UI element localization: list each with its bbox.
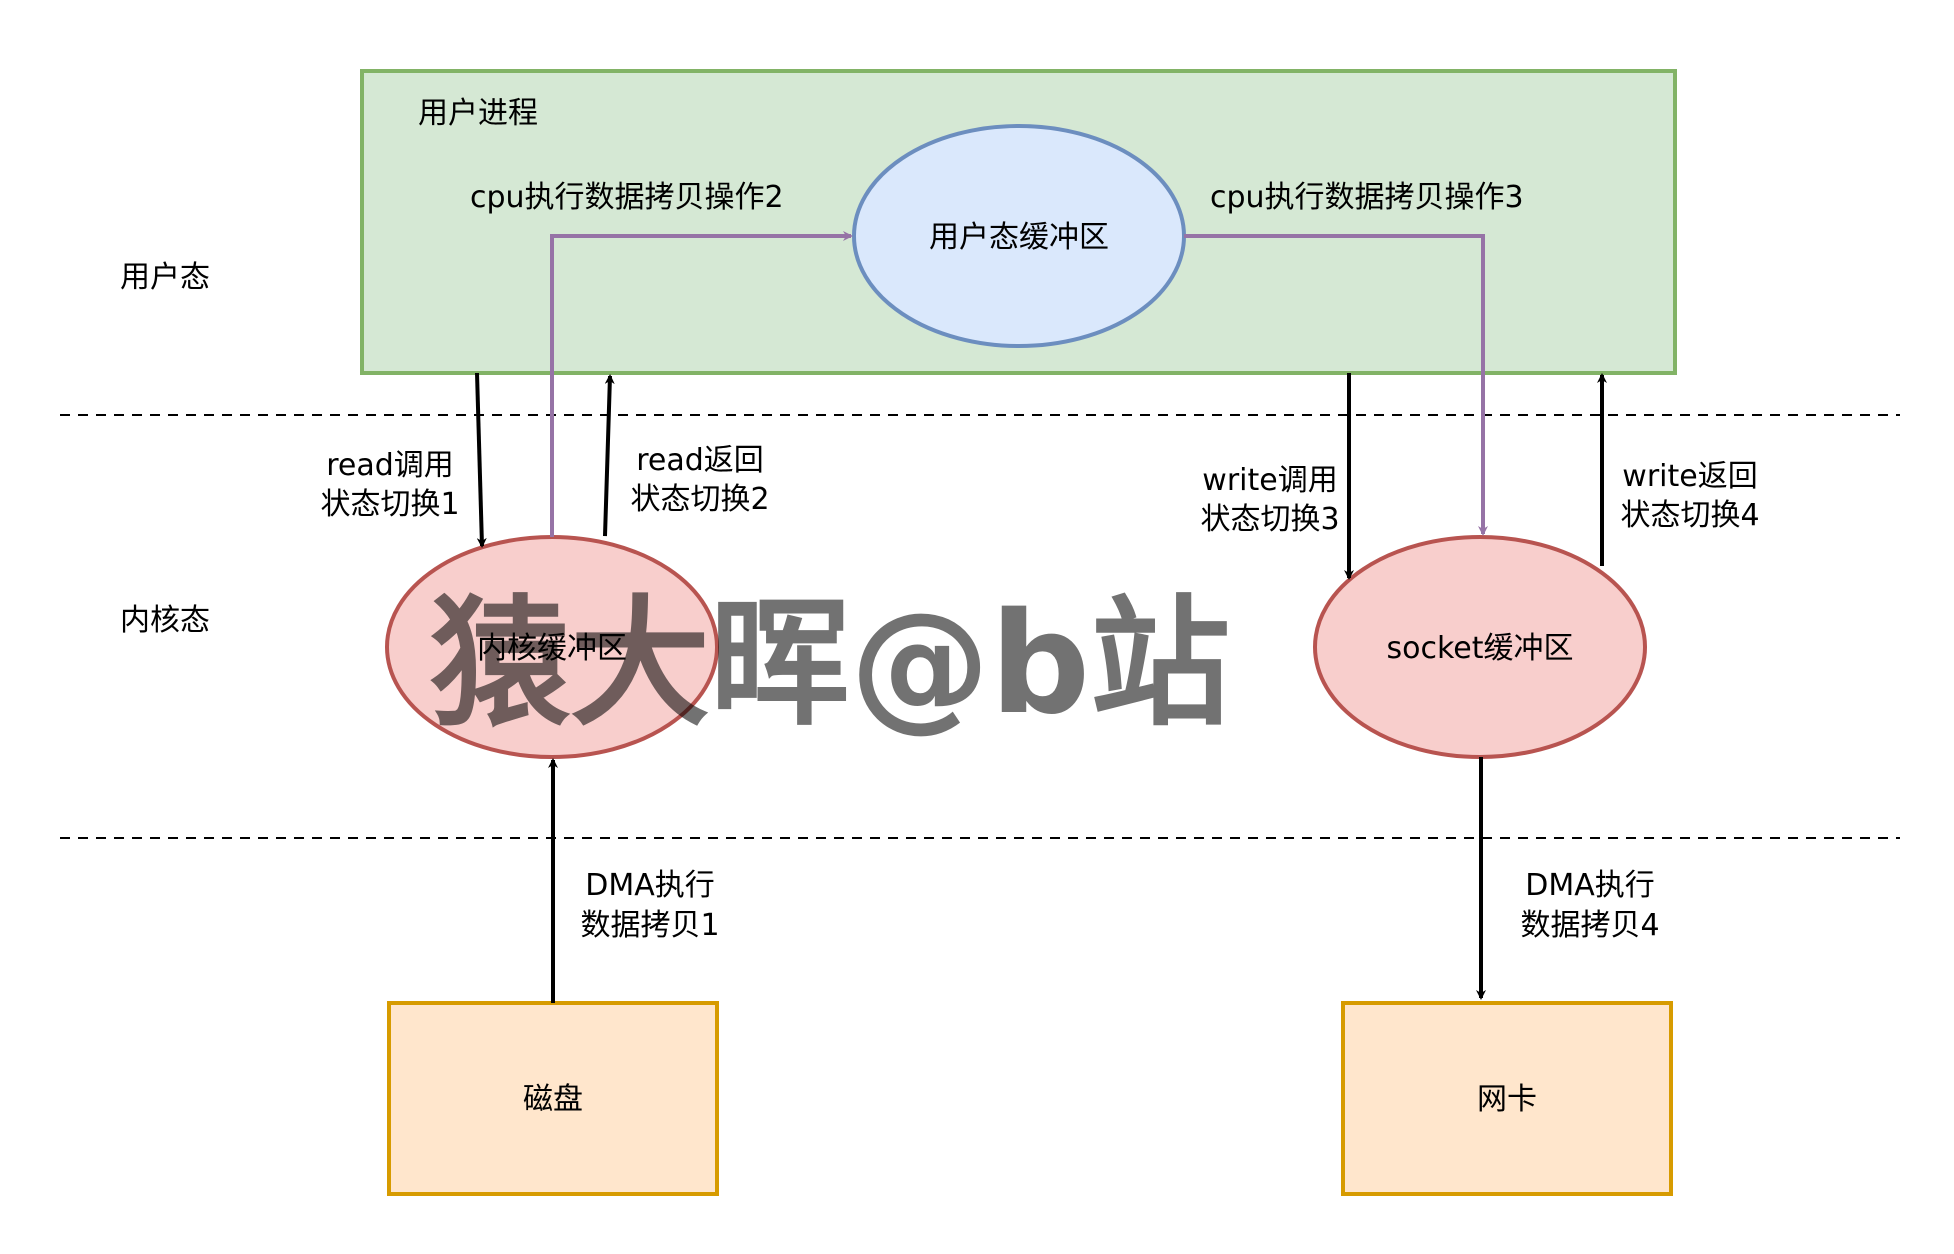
read-call-sublabel: 状态切换1 (320, 487, 459, 522)
write-return-sublabel: 状态切换4 (1620, 498, 1759, 533)
cpu-copy-2-arrow (550, 231, 853, 537)
read-return-arrow (603, 374, 615, 537)
read-return-label: read返回 (636, 443, 764, 478)
dma-copy-4-label: DMA执行 (1525, 868, 1655, 903)
cpu-copy-3-arrow (1184, 234, 1488, 536)
disk-node (387, 1001, 719, 1196)
socket-buffer-label: socket缓冲区 (1386, 631, 1573, 666)
read-call-arrow (475, 372, 487, 548)
write-call-sublabel: 状态切换3 (1200, 502, 1339, 537)
nic-label: 网卡 (1477, 1082, 1537, 1117)
user-process-label: 用户进程 (418, 96, 538, 131)
write-call-label: write调用 (1202, 463, 1337, 498)
dma-copy-1-sublabel: 数据拷贝1 (580, 908, 719, 943)
cpu-copy-2-label: cpu执行数据拷贝操作2 (470, 180, 784, 215)
disk-label: 磁盘 (523, 1082, 583, 1117)
read-return-sublabel: 状态切换2 (630, 482, 769, 517)
zone-label-kernel-mode: 内核态 (120, 603, 210, 638)
nic-node (1341, 1001, 1673, 1196)
watermark: 猿大晖@b站 (430, 583, 1230, 746)
cpu-copy-3-label: cpu执行数据拷贝操作3 (1210, 180, 1524, 215)
user-buffer-label: 用户态缓冲区 (929, 220, 1109, 255)
write-return-label: write返回 (1622, 459, 1757, 494)
read-call-label: read调用 (326, 448, 454, 483)
dma-copy-4-sublabel: 数据拷贝4 (1520, 908, 1659, 943)
dma-copy-1-label: DMA执行 (585, 868, 715, 903)
zone-label-user-mode: 用户态 (120, 260, 210, 295)
kernel-buffer-label: 内核缓冲区 (477, 631, 627, 666)
